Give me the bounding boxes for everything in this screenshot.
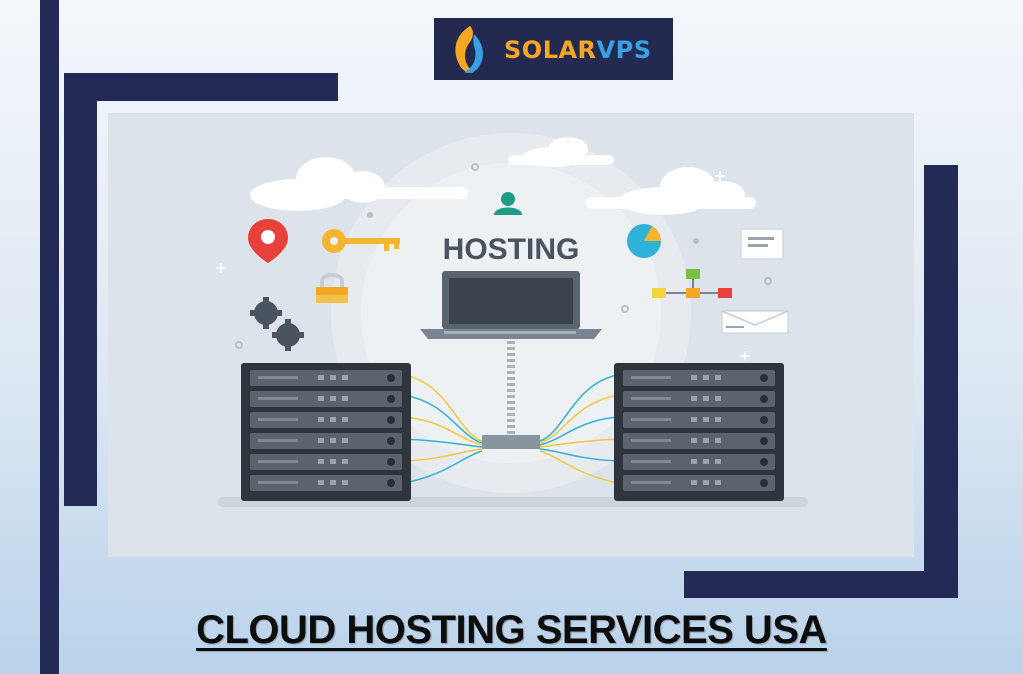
hosting-illustration: HOSTING [108, 113, 914, 557]
envelope-icon [721, 310, 789, 334]
page-title: CLOUD HOSTING SERVICES USA [196, 608, 827, 652]
flame-logo-icon [455, 26, 483, 73]
document-icon [740, 228, 784, 260]
server-rack-icon [614, 363, 784, 501]
logo-text: SOLARVPS [504, 36, 652, 64]
cloud-icon [250, 137, 756, 215]
pie-chart-icon [627, 224, 661, 258]
frame-top-left-vertical [64, 73, 97, 506]
frame-bottom-right-vertical [924, 165, 958, 598]
user-icon [494, 192, 522, 215]
logo-text-solar: SOLAR [504, 36, 597, 64]
network-wires [403, 374, 619, 484]
padlock-icon [316, 273, 348, 303]
solarvps-logo: SOLARVPS [434, 18, 673, 80]
server-rack-icon [241, 363, 411, 501]
frame-bottom-right-horizontal [684, 571, 958, 598]
network-cable [482, 341, 540, 449]
location-pin-icon [248, 219, 288, 263]
gears-icon [250, 297, 304, 351]
left-vertical-bar [40, 0, 59, 674]
hosting-heading: HOSTING [443, 233, 580, 266]
laptop-icon [420, 271, 602, 339]
hosting-illustration-svg: HOSTING [216, 133, 808, 507]
frame-top-left-horizontal [64, 73, 338, 101]
key-icon [322, 229, 400, 253]
flowchart-icon [652, 269, 732, 298]
logo-text-vps: VPS [596, 36, 652, 64]
